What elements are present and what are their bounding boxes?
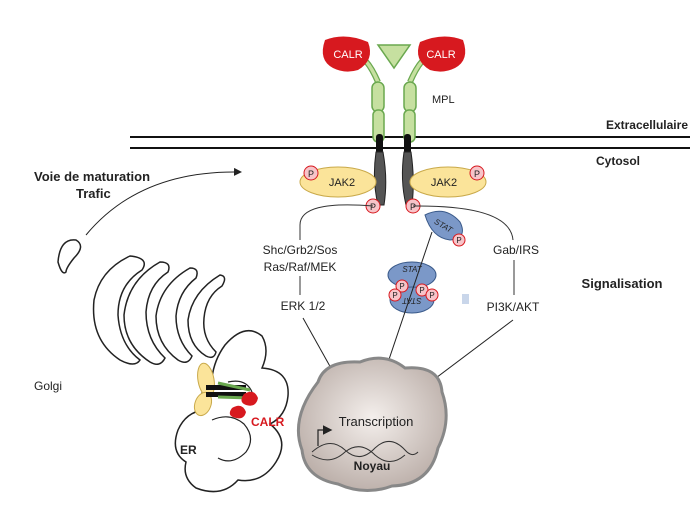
phospho-badge: P [456, 236, 461, 245]
phospho-badge: P [399, 282, 404, 291]
pi3k-label: PI3K/AKT [487, 300, 540, 314]
calr-right-label: CALR [426, 49, 455, 61]
transcription-label: Transcription [339, 414, 414, 429]
phospho-badge: P [410, 202, 416, 212]
stat-dimer: STAT STAT P P P P [387, 261, 439, 314]
stat-dimer-bottom-label: STAT [401, 296, 421, 305]
maturation-label-line1: Voie de maturation [34, 169, 150, 184]
jak2-right: JAK2 P [409, 165, 487, 198]
small-square-marker [462, 294, 469, 304]
calr-left-label: CALR [333, 49, 362, 61]
phospho-badge: P [392, 291, 397, 300]
jak2-right-label: JAK2 [431, 177, 457, 189]
noyau-label: Noyau [354, 459, 391, 473]
stat-dimer-top-label: STAT [402, 265, 422, 274]
stat-monomer: STAT P [424, 210, 466, 247]
extracellular-label: Extracellulaire [606, 118, 688, 132]
connector-ras [299, 204, 374, 240]
calr-er-label: CALR [251, 415, 285, 429]
golgi-apparatus [92, 255, 226, 365]
gab-label: Gab/IRS [493, 243, 539, 257]
er-receptor-complex [193, 362, 258, 419]
phospho-badge: P [474, 169, 480, 179]
signalisation-label: Signalisation [582, 276, 663, 291]
jak2-left: JAK2 P [299, 165, 377, 198]
mpl-label: MPL [432, 94, 455, 106]
maturation-label-line2: Trafic [76, 186, 111, 201]
er-label: ER [180, 443, 197, 457]
phospho-badge: P [419, 286, 424, 295]
calr-right: CALR [417, 36, 466, 72]
erk-label: ERK 1/2 [281, 299, 326, 313]
calr-left: CALR [322, 36, 371, 72]
jak2-left-label: JAK2 [329, 177, 355, 189]
golgi-vesicle [57, 239, 82, 274]
pathway-ras-line1: Shc/Grb2/Sos [263, 243, 338, 257]
phospho-badge: P [370, 202, 376, 212]
cytosol-label: Cytosol [596, 154, 640, 168]
golgi-label: Golgi [34, 379, 62, 393]
pathway-ras-line2: Ras/Raf/MEK [264, 260, 337, 274]
phospho-badge: P [429, 291, 434, 300]
arrow-maturation [85, 167, 242, 236]
phospho-badge: P [308, 169, 314, 179]
connector-gab [412, 205, 514, 241]
nucleus: Transcription Noyau [296, 356, 448, 492]
